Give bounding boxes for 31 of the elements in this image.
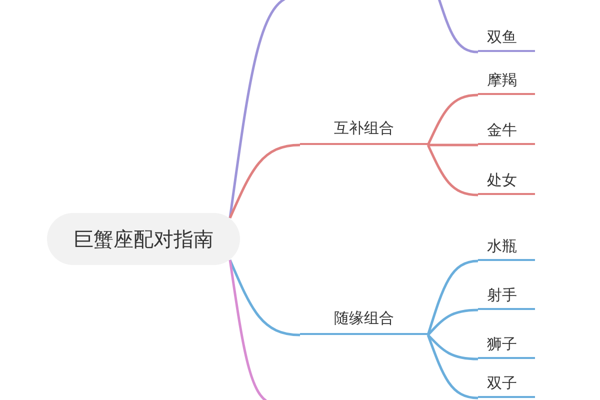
- branch-line: [436, 0, 478, 54]
- topic-text: 水瓶: [487, 237, 517, 255]
- branch-line: [426, 334, 478, 400]
- topic-text: 金牛: [487, 121, 517, 139]
- branch-line: [427, 308, 478, 336]
- branch-line: [428, 144, 478, 146]
- leaf-topic: [478, 286, 535, 310]
- leaf-topic: [478, 237, 535, 261]
- topic-text: 随缘组合: [334, 309, 394, 327]
- topic-text: 摩羯: [487, 71, 517, 89]
- topic-text: 射手: [487, 286, 517, 304]
- leaf-topic: [478, 28, 535, 52]
- branch-topic: [300, 119, 428, 145]
- leaf-topic: [478, 171, 535, 195]
- leaf-topic: [478, 121, 535, 145]
- topic-text: 巨蟹座配对指南: [74, 226, 214, 252]
- topic-text: 互补组合: [334, 119, 394, 137]
- topic-text: 双子: [487, 374, 517, 392]
- branch-line: [426, 144, 478, 196]
- topic-text: 处女: [487, 171, 517, 189]
- topic-text: 双鱼: [487, 28, 517, 46]
- leaf-topic: [478, 71, 535, 95]
- branch-line: [426, 260, 478, 336]
- branch-line: [228, 260, 300, 336]
- leaf-topic: [478, 374, 535, 398]
- branch-topic: [300, 309, 428, 335]
- branch-line: [427, 334, 478, 360]
- branch-line: [228, 144, 300, 218]
- topic-text: 狮子: [487, 335, 517, 353]
- branch-line: [426, 94, 478, 146]
- leaf-topic: [478, 335, 535, 359]
